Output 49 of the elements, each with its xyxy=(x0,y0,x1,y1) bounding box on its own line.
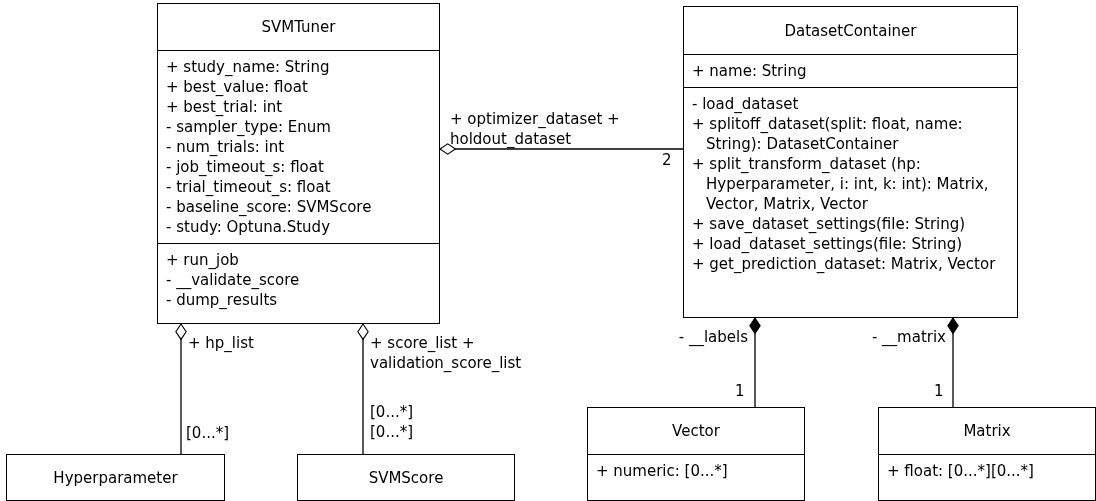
class-box xyxy=(878,407,1096,501)
multiplicity-label: 1 xyxy=(735,381,745,401)
method-text: + run_job xyxy=(166,250,240,270)
multiplicity-label: [0...*] xyxy=(370,402,414,422)
method-text: - dump_results xyxy=(166,290,279,310)
class-name: SVMTuner xyxy=(261,18,336,36)
aggregation-line xyxy=(439,143,684,155)
class-box xyxy=(683,6,1018,318)
role-label: + hp_list xyxy=(188,333,255,353)
aggregation-line xyxy=(357,323,369,455)
attribute-text: + numeric: [0...*] xyxy=(596,461,729,481)
method-text: - load_dataset xyxy=(692,94,800,114)
attribute-text: + best_trial: int xyxy=(166,97,284,117)
attribute-text: - study: Optuna.Study xyxy=(166,217,331,237)
attribute-text: + float: [0...*][0...*] xyxy=(887,461,1035,481)
class-name: DatasetContainer xyxy=(784,21,917,40)
attribute-text: - sampler_type: Enum xyxy=(166,117,332,137)
class-box xyxy=(6,454,225,501)
attribute-text: - num_trials: int xyxy=(166,137,286,157)
role-label: + score_list + validation_score_list xyxy=(370,333,523,373)
multiplicity-label: [0...*] xyxy=(370,422,414,442)
multiplicity-label: [0...*] xyxy=(186,423,230,443)
attribute-text: + study_name: String xyxy=(166,57,331,77)
multiplicity-label: 2 xyxy=(662,150,672,170)
aggregation-line xyxy=(175,323,187,455)
attribute-text: + best_value: float xyxy=(166,77,309,97)
method-text: + save_dataset_settings(file: String) xyxy=(692,214,967,234)
role-label: - __matrix xyxy=(870,327,946,347)
class-box xyxy=(587,407,805,501)
class-name: Hyperparameter xyxy=(53,468,178,487)
class-box xyxy=(297,454,515,501)
role-label: + optimizer_dataset + holdout_dataset xyxy=(450,109,621,149)
method-text: + load_dataset_settings(file: String) xyxy=(692,234,964,254)
role-label: - __labels xyxy=(677,327,748,347)
method-text: + split_transform_dataset (hp: Hyperparameter, i: int, k: int): Matrix, Vector, Matrix, Vector xyxy=(692,154,990,214)
class-name: Vector xyxy=(672,422,720,440)
method-text: - __validate_score xyxy=(166,270,301,290)
attribute-text: - job_timeout_s: float xyxy=(166,157,325,177)
class-box xyxy=(157,3,440,324)
attribute-text: + name: String xyxy=(692,61,808,81)
composition-line xyxy=(947,317,959,408)
method-text: + splitoff_dataset(split: float, name: String): DatasetContainer xyxy=(692,114,964,154)
multiplicity-label: 1 xyxy=(934,381,944,401)
composition-line xyxy=(749,317,761,408)
class-name: SVMScore xyxy=(368,468,444,487)
attribute-text: - trial_timeout_s: float xyxy=(166,177,332,197)
method-text: + get_prediction_dataset: Matrix, Vector xyxy=(692,254,997,274)
class-name: Matrix xyxy=(963,422,1011,440)
attribute-text: - baseline_score: SVMScore xyxy=(166,197,373,217)
